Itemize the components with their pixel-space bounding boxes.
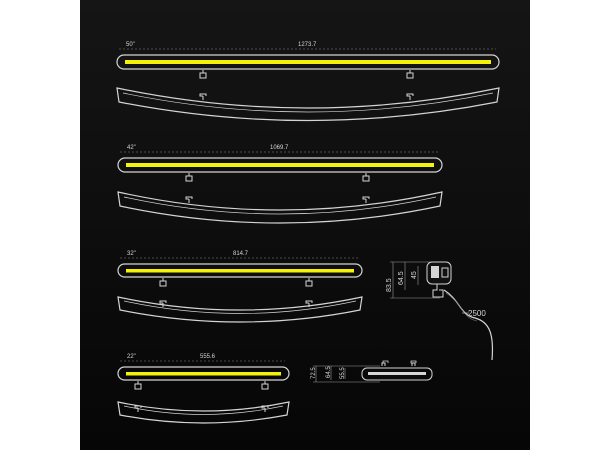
- bar-length-label: 1069.7: [270, 145, 289, 151]
- bar-length-label: 814.7: [233, 251, 249, 257]
- dim-cable-length: 2500: [468, 309, 486, 318]
- bar-50-curved: [116, 87, 500, 122]
- dim-profile-inner: 55.5: [340, 367, 346, 379]
- dim-height-mid: 64.5: [398, 271, 405, 285]
- bar-length-label: 1273.7: [298, 42, 317, 48]
- bar-42-curved: [117, 191, 443, 224]
- bar-32-straight: [117, 257, 363, 287]
- bar-32-curved: [117, 296, 363, 323]
- bar-size-label: 50": [126, 42, 135, 48]
- dim-height-inner: 45: [411, 271, 418, 279]
- cable: [443, 289, 494, 361]
- bar-length-label: 555.6: [200, 354, 216, 360]
- dim-profile-outer: 72.5: [311, 367, 317, 379]
- bracket-side-detail: [390, 261, 494, 361]
- dim-height-total: 83.5: [386, 278, 393, 292]
- bar-22-straight: [117, 360, 290, 390]
- dim-profile-mid: 64.5: [326, 366, 332, 378]
- led-strip: [125, 60, 491, 64]
- led-strip: [126, 163, 434, 167]
- bar-22-curved: [117, 401, 290, 424]
- bar-size-label: 32": [127, 251, 136, 257]
- bar-50-straight: [116, 48, 500, 79]
- led-strip: [126, 372, 281, 376]
- bar-size-label: 22": [127, 354, 136, 360]
- led-strip: [126, 269, 354, 273]
- drawing-panel: [80, 0, 530, 450]
- bar-size-label: 42": [127, 145, 136, 151]
- bar-42-straight: [117, 151, 443, 182]
- profile-detail: [313, 360, 433, 383]
